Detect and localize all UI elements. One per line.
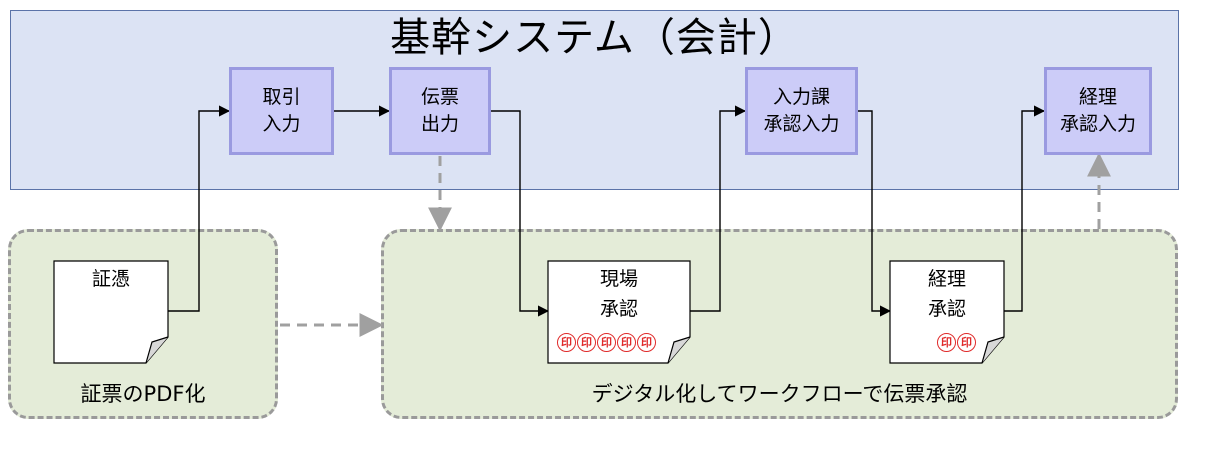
site-label-line1: 現場 [599, 268, 638, 290]
step-line: 取引 [262, 86, 301, 108]
step-line: 経理 [1078, 86, 1117, 108]
step-line: 入力課 [772, 86, 830, 108]
step-transaction-entry: 取引入力 [229, 67, 334, 155]
accounting-approval-document-shape [889, 260, 1005, 364]
accounting-system-panel [10, 10, 1179, 190]
flow-line-dept-to-accounting [858, 110, 892, 317]
accounting-label-line2: 承認 [927, 298, 966, 320]
system-title: 基幹システム（会計） [390, 15, 799, 61]
flow-line-output-to-site [491, 110, 550, 317]
voucher-document: 証憑 [54, 264, 168, 294]
seal-stamp-icon: 印 [957, 333, 976, 352]
seal-stamp-icon: 印 [557, 333, 576, 352]
voucher-label: 証憑 [91, 268, 130, 290]
accounting-approval-document: 経理 承認 [890, 264, 1004, 324]
accounting-label-line1: 経理 [927, 268, 966, 290]
workflow-zone-label: デジタル化してワークフローで伝票承認 [591, 382, 968, 406]
step-line: 承認入力 [763, 113, 840, 135]
site-stamp-row: 印印印印印 [557, 331, 657, 352]
pdf-zone-label: 証票のPDF化 [80, 382, 206, 406]
step-dept-approval-entry: 入力課承認入力 [745, 67, 858, 155]
step-accounting-approval-entry: 経理承認入力 [1044, 67, 1152, 155]
step-line: 出力 [420, 113, 459, 135]
seal-stamp-icon: 印 [577, 333, 596, 352]
flow-line-voucher-to-entry [168, 105, 231, 312]
step-voucher-output: 伝票出力 [389, 67, 491, 155]
seal-stamp-icon: 印 [937, 333, 956, 352]
seal-stamp-icon: 印 [637, 333, 656, 352]
accounting-stamp-row: 印印 [937, 331, 977, 352]
workflow-zone [381, 229, 1178, 419]
step-line: 承認入力 [1059, 113, 1136, 135]
site-label-line2: 承認 [599, 298, 638, 320]
step-line: 伝票 [420, 86, 459, 108]
site-approval-document: 現場 承認 [548, 264, 690, 324]
step-line: 入力 [262, 113, 301, 135]
seal-stamp-icon: 印 [597, 333, 616, 352]
flow-line-site-to-dept [690, 105, 747, 312]
seal-stamp-icon: 印 [617, 333, 636, 352]
flow-line-accounting-to-final [1004, 105, 1046, 312]
voucher-document-shape [53, 260, 169, 364]
